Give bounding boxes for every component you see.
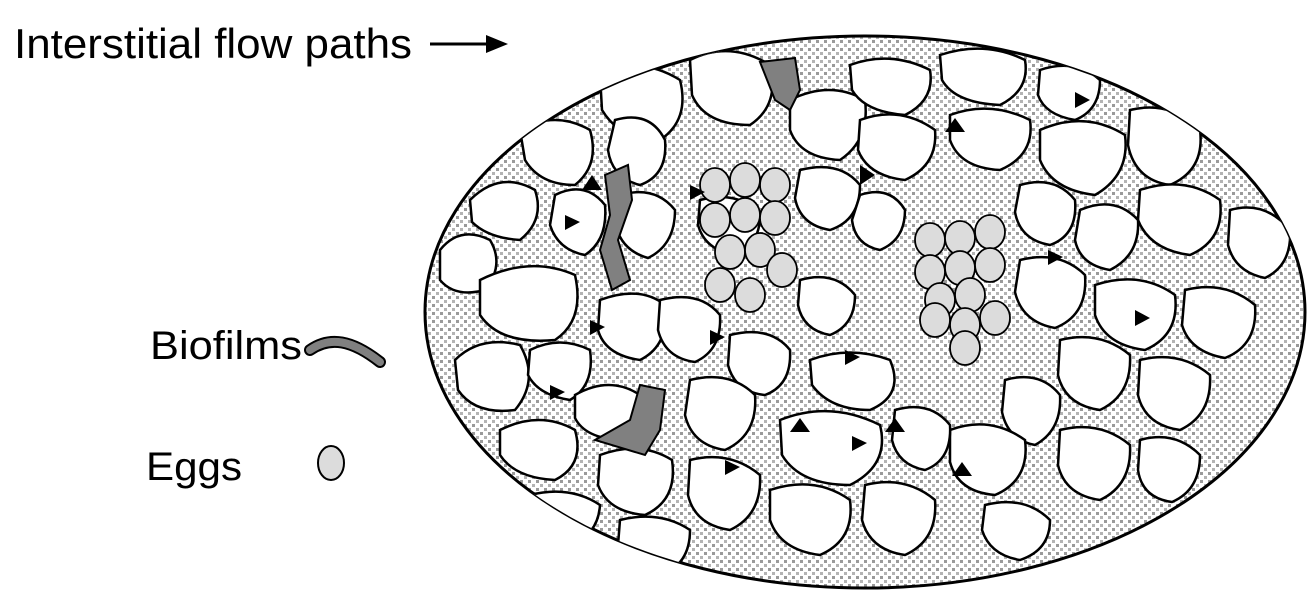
egg-circle-icon <box>318 446 344 480</box>
eggs-label: Eggs <box>146 445 242 489</box>
egg <box>760 201 790 235</box>
egg <box>760 168 790 202</box>
sediment-cross-section <box>425 36 1305 588</box>
egg <box>915 223 945 257</box>
egg <box>730 163 760 197</box>
grain <box>480 266 578 341</box>
egg <box>700 168 730 202</box>
egg <box>715 235 745 269</box>
egg <box>945 221 975 255</box>
grain <box>455 342 529 411</box>
egg <box>767 253 797 287</box>
egg <box>950 331 980 365</box>
egg <box>700 203 730 237</box>
egg <box>735 278 765 312</box>
egg <box>975 215 1005 249</box>
flow-paths-label: Interstitial flow paths <box>14 20 412 67</box>
egg <box>975 248 1005 282</box>
egg <box>730 198 760 232</box>
egg <box>980 301 1010 335</box>
egg <box>705 268 735 302</box>
biofilms-label: Biofilms <box>150 324 302 368</box>
egg <box>920 303 950 337</box>
arrow-right-icon <box>430 35 508 53</box>
egg <box>955 278 985 312</box>
